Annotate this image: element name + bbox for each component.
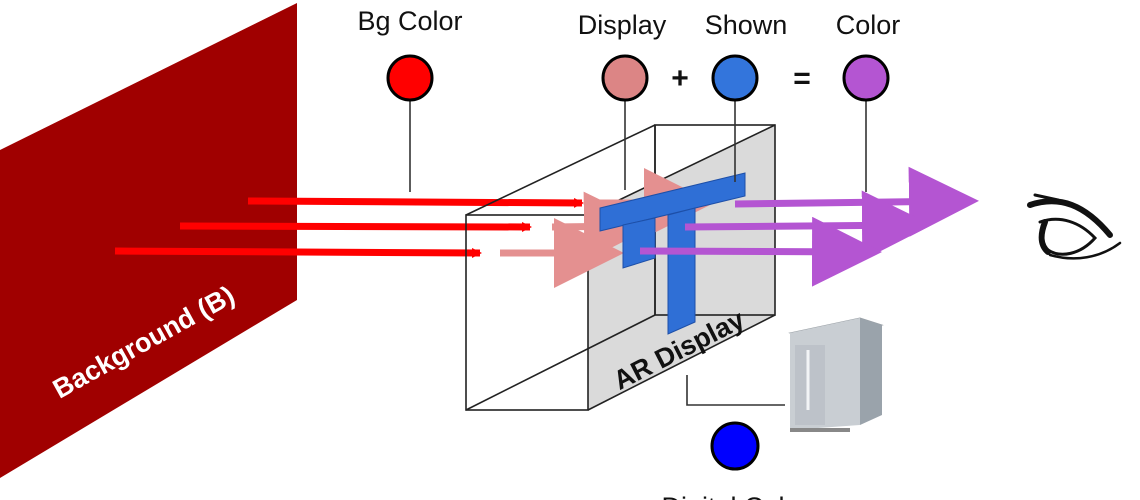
result-color-swatch xyxy=(842,54,890,102)
display-color-swatch xyxy=(601,54,649,102)
red-arrow-1 xyxy=(247,197,584,208)
outgoing-light-arrows xyxy=(639,166,979,287)
red-arrow-2 xyxy=(179,221,532,232)
digital-color-swatch xyxy=(710,421,760,471)
eye-icon xyxy=(1027,193,1122,260)
display-label: Display xyxy=(578,10,667,40)
color-label: Color xyxy=(836,10,901,40)
plus-sign: + xyxy=(671,62,689,95)
red-arrow-3 xyxy=(114,247,482,258)
background-panel: Background (B) xyxy=(0,3,297,478)
incoming-light-arrows xyxy=(114,197,584,258)
shown-color-swatch xyxy=(711,54,759,102)
equals-sign: = xyxy=(793,62,811,95)
ar-display-box: AR Display xyxy=(465,124,776,411)
digital-color-label: Digital Color xyxy=(661,492,808,500)
computer-tower-icon xyxy=(788,317,884,432)
shown-label: Shown xyxy=(705,10,788,40)
leader-lines xyxy=(409,100,867,406)
bg-color-label: Bg Color xyxy=(357,6,462,36)
t-shape-virtual-content xyxy=(599,172,746,335)
bg-color-swatch xyxy=(386,54,434,102)
